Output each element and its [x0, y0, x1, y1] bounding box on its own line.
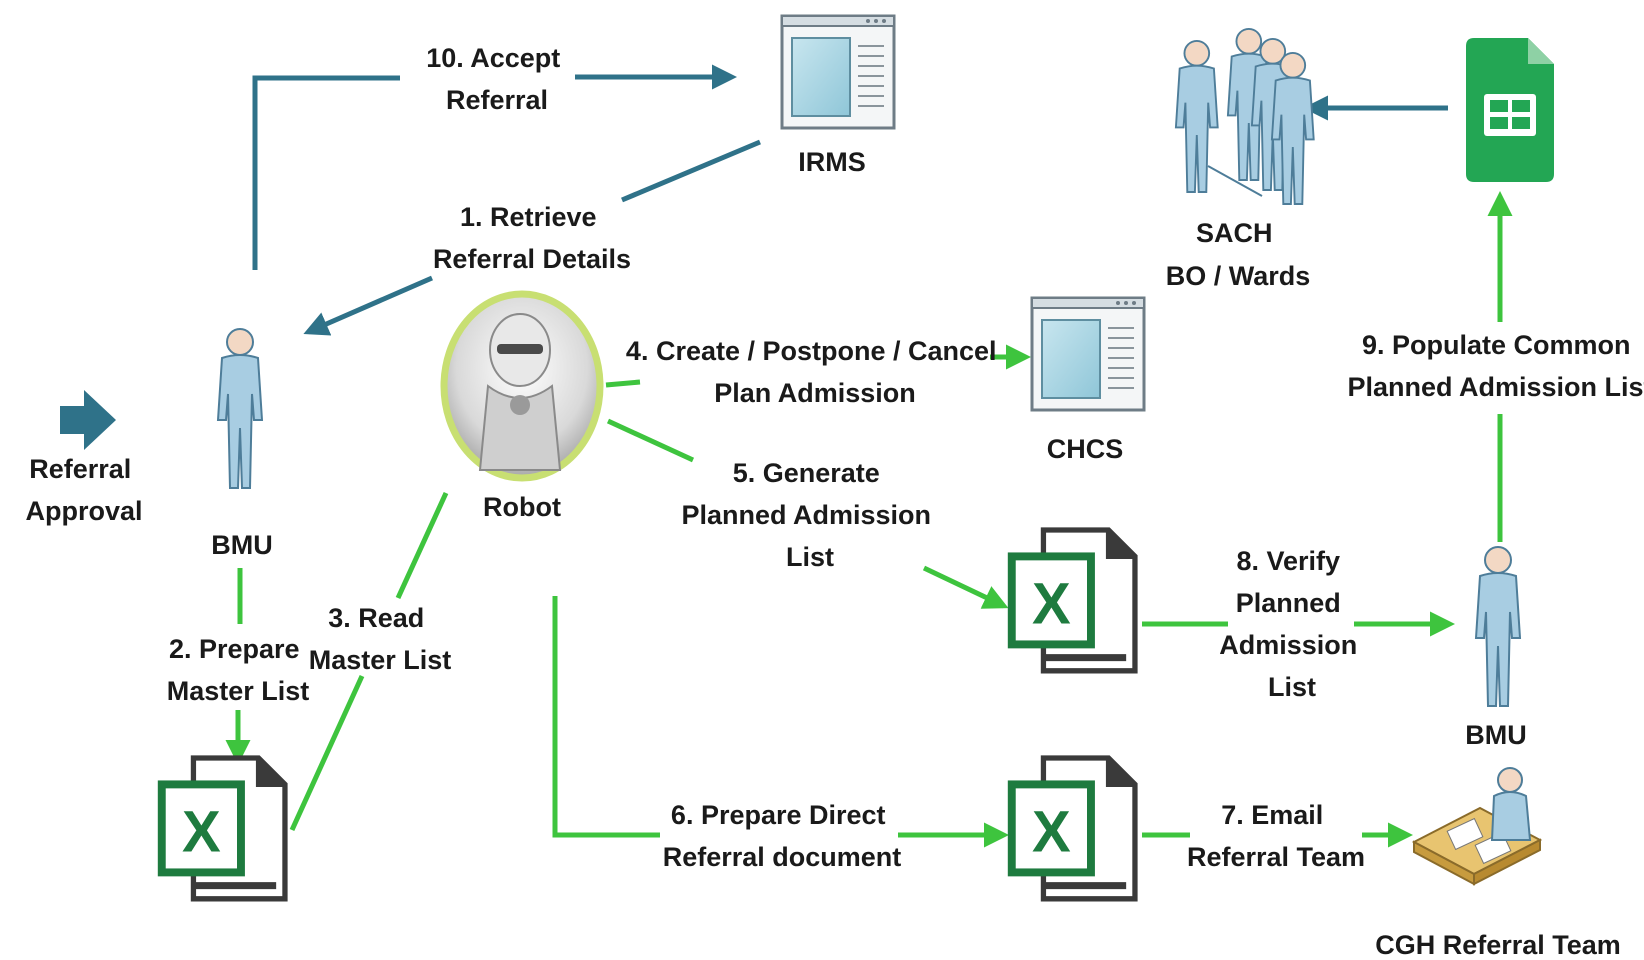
bmu-right-person-icon — [1475, 546, 1521, 707]
arrow-retrieve-upper — [621, 139, 761, 203]
arrow-generate-list-start — [606, 418, 695, 463]
referral-approval-arrow-icon — [60, 390, 116, 450]
arrow-create-plan-start — [605, 379, 641, 388]
chcs-window-icon — [1030, 296, 1146, 412]
robot-label: Robot — [483, 492, 561, 522]
bmu-left-label: BMU — [211, 530, 273, 560]
sach-label: SACH BO / Wards — [1166, 218, 1311, 291]
cgh-referral-team-desk-icon — [1411, 767, 1543, 886]
direct-referral-excel-icon — [1012, 758, 1135, 899]
step-8-label: 8. Verify Planned Admission List — [1219, 546, 1365, 702]
step-5-label: 5. Generate Planned Admission List — [681, 458, 938, 572]
step-3-label: 3. Read Master List — [309, 603, 452, 675]
bmu-left-person-icon — [217, 328, 263, 489]
irms-window-icon — [780, 14, 896, 130]
step-6-label: 6. Prepare Direct Referral document — [663, 800, 902, 872]
arrow-accept-referral — [252, 75, 400, 270]
master-list-excel-icon — [162, 758, 285, 899]
arrow-prepare-direct — [552, 596, 660, 838]
step-9-label: 9. Populate Common Planned Admission Lis… — [1347, 330, 1644, 402]
sach-people-group-icon — [1174, 28, 1315, 205]
arrow-generate-list-end — [922, 565, 1009, 609]
robot-icon — [440, 290, 604, 482]
cgh-referral-team-label: CGH Referral Team — [1375, 930, 1621, 960]
google-sheets-icon — [1466, 38, 1554, 182]
chcs-label: CHCS — [1047, 434, 1124, 464]
step-4-label: 4. Create / Postpone / Cancel Plan Admis… — [626, 336, 1004, 408]
referral-approval-label: Referral Approval — [25, 454, 142, 526]
step-2-label: 2. Prepare Master List — [167, 634, 310, 706]
step-10-label: 10. Accept Referral — [426, 43, 568, 115]
bmu-right-label: BMU — [1465, 720, 1527, 750]
arrow-read-master-lower — [289, 674, 365, 832]
arrow-retrieve-lower — [303, 275, 433, 336]
step-7-label: 7. Email Referral Team — [1187, 800, 1365, 872]
irms-label: IRMS — [798, 147, 866, 177]
arrow-read-master-upper — [395, 491, 449, 600]
step-1-label: 1. Retrieve Referral Details — [433, 202, 631, 274]
planned-admission-excel-icon — [1012, 530, 1135, 671]
